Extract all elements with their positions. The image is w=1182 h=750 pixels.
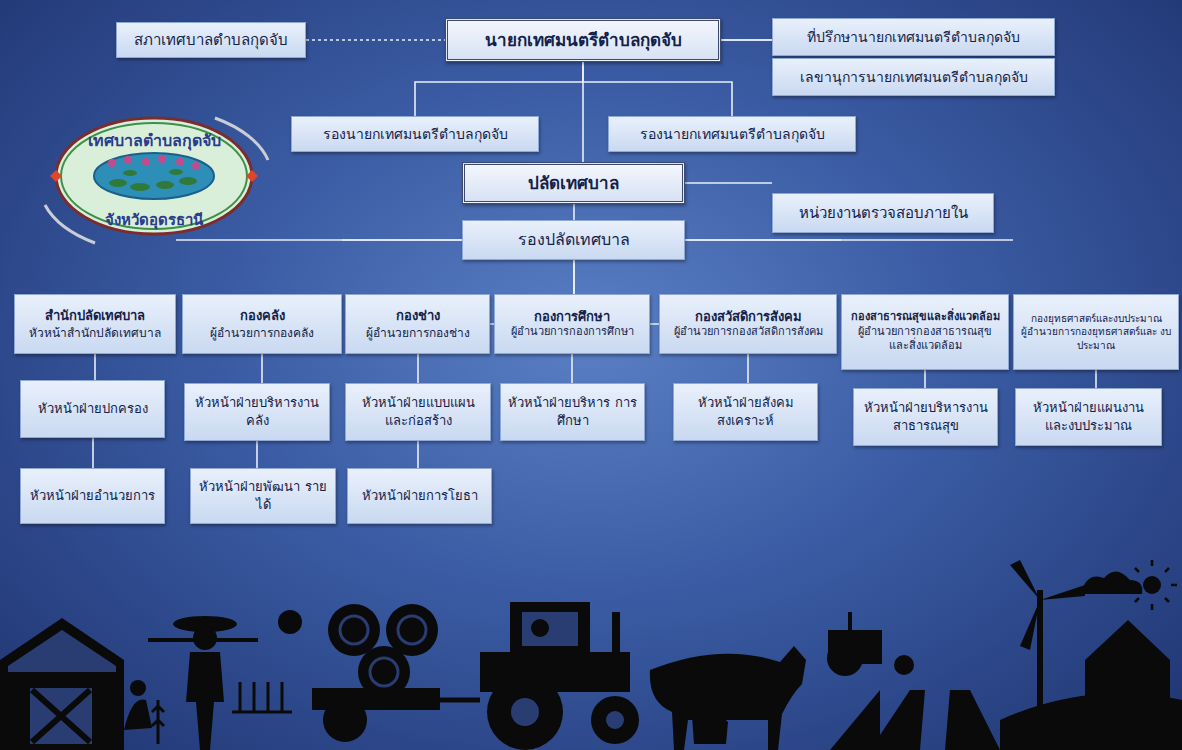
division-box: กองช่างผู้อำนวยการกองช่าง (345, 294, 490, 354)
connector (721, 39, 772, 41)
node-title: นายกเทศมนตรีตำบลกุดจับ (485, 29, 682, 52)
position-box: ที่ปรึกษานายกเทศมนตรีตำบลกุดจับ (772, 18, 1055, 56)
logo-text: จังหวัดอุดรธานี (105, 208, 203, 232)
section-box: หัวหน้าฝ่ายสังคม สงเคราะห์ (673, 383, 818, 441)
connector (306, 39, 445, 41)
connector (176, 239, 462, 241)
section-box: หัวหน้าฝ่ายบริหาร การศึกษา (500, 383, 645, 441)
position-box: ปลัดเทศบาล (462, 162, 685, 204)
node-subtitle: หัวหน้าสำนักปลัดเทศบาล (29, 325, 161, 341)
node-title: หัวหน้าฝ่ายปกครอง (38, 400, 148, 418)
connector (94, 354, 96, 380)
connector (571, 354, 573, 383)
node-title: กองสวัสดิการสังคม (695, 308, 802, 326)
node-subtitle: ผู้อำนวยการกองช่าง (366, 325, 470, 341)
section-box: หัวหน้าฝ่ายการโยธา (347, 468, 492, 524)
node-subtitle: ผู้อำนวยการกองการศึกษา (511, 325, 634, 340)
node-title: ที่ปรึกษานายกเทศมนตรีตำบลกุดจับ (807, 28, 1020, 47)
connector (582, 62, 584, 162)
section-box: หัวหน้าฝ่ายอำนวยการ (20, 468, 165, 524)
connector (417, 441, 419, 468)
division-box: กองคลังผู้อำนวยการกองคลัง (182, 294, 342, 354)
node-title: ปลัดเทศบาล (528, 172, 619, 195)
node-subtitle: ผู้อำนวยการกองสวัสดิการสังคม (674, 325, 823, 340)
connector (685, 182, 772, 184)
node-title: หัวหน้าฝ่ายสังคม สงเคราะห์ (680, 394, 811, 429)
section-box: หัวหน้าฝ่ายแบบแผน และก่อสร้าง (345, 383, 491, 441)
position-box: หน่วยงานตรวจสอบภายใน (772, 193, 994, 233)
connector (261, 354, 263, 383)
division-box: สำนักปลัดเทศบาลหัวหน้าสำนักปลัดเทศบาล (14, 294, 176, 354)
position-box: รองปลัดเทศบาล (462, 220, 685, 260)
node-title: หัวหน้าฝ่ายพัฒนา รายได้ (197, 478, 329, 513)
connector (92, 438, 94, 468)
connector (573, 204, 575, 220)
logo-text: เทศบาลตำบลกุดจับ (88, 128, 221, 153)
division-box: กองสาธารณสุขและสิ่งแวดล้อมผู้อำนวยการกอง… (841, 294, 1009, 370)
connector (924, 370, 926, 388)
section-box: หัวหน้าฝ่ายบริหารงาน สาธารณสุข (853, 388, 998, 446)
node-title: สำนักปลัดเทศบาล (45, 307, 145, 325)
connector (342, 239, 462, 241)
node-title: รองนายกเทศมนตรีตำบลกุดจับ (323, 125, 508, 144)
connector (415, 62, 583, 116)
node-title: กองยุทธศาสตร์และงบประมาณ (1031, 312, 1162, 326)
silhouettes (0, 560, 1182, 750)
node-title: หัวหน้าฝ่ายบริหาร การศึกษา (507, 394, 638, 429)
position-box: สภาเทศบาลตำบลกุดจับ (116, 22, 306, 58)
division-box: กองยุทธศาสตร์และงบประมาณผู้อำนวยการกองยุ… (1013, 294, 1179, 370)
section-box: หัวหน้าฝ่ายปกครอง (20, 380, 165, 438)
node-title: สภาเทศบาลตำบลกุดจับ (134, 30, 288, 50)
node-title: หัวหน้าฝ่ายบริหารงาน คลัง (191, 394, 323, 429)
node-title: เลขานุการนายกเทศมนตรีตำบลกุดจับ (800, 68, 1028, 87)
node-title: หัวหน้าฝ่ายแบบแผน และก่อสร้าง (352, 394, 484, 429)
connector (1095, 370, 1097, 388)
node-title: กองคลัง (240, 307, 285, 325)
connector (721, 39, 772, 41)
node-title: หัวหน้าฝ่ายการโยธา (362, 487, 478, 505)
position-box: รองนายกเทศมนตรีตำบลกุดจับ (608, 116, 856, 152)
logo (45, 118, 268, 243)
node-subtitle: ผู้อำนวยการกองสาธารณสุข และสิ่งแวดล้อม (848, 325, 1002, 355)
position-box: เลขานุการนายกเทศมนตรีตำบลกุดจับ (772, 58, 1055, 96)
connector (256, 441, 258, 468)
section-box: หัวหน้าฝ่ายแผนงาน และงบประมาณ (1015, 388, 1162, 446)
connector (583, 62, 732, 116)
node-title: กองช่าง (396, 307, 440, 325)
node-title: รองนายกเทศมนตรีตำบลกุดจับ (640, 125, 825, 144)
connector (747, 354, 749, 383)
node-title: หัวหน้าฝ่ายบริหารงาน สาธารณสุข (860, 399, 991, 434)
section-box: หัวหน้าฝ่ายพัฒนา รายได้ (190, 468, 336, 524)
node-title: กองสาธารณสุขและสิ่งแวดล้อม (851, 310, 1000, 325)
node-title: หัวหน้าฝ่ายแผนงาน และงบประมาณ (1022, 399, 1155, 434)
node-title: รองปลัดเทศบาล (518, 229, 630, 251)
node-title: หัวหน้าฝ่ายอำนวยการ (30, 487, 155, 505)
connector (685, 239, 1013, 241)
position-box: นายกเทศมนตรีตำบลกุดจับ (445, 18, 721, 62)
position-box: รองนายกเทศมนตรีตำบลกุดจับ (291, 116, 539, 152)
node-title: หน่วยงานตรวจสอบภายใน (799, 203, 968, 223)
connector (417, 354, 419, 383)
node-subtitle: ผู้อำนวยการกองคลัง (210, 325, 314, 341)
node-title: กองการศึกษา (534, 308, 610, 326)
division-box: กองสวัสดิการสังคมผู้อำนวยการกองสวัสดิการ… (659, 294, 837, 354)
division-box: กองการศึกษาผู้อำนวยการกองการศึกษา (494, 294, 650, 354)
node-subtitle: ผู้อำนวยการกองยุทธศาสตร์และ งบประมาณ (1020, 325, 1172, 352)
section-box: หัวหน้าฝ่ายบริหารงาน คลัง (184, 383, 330, 441)
